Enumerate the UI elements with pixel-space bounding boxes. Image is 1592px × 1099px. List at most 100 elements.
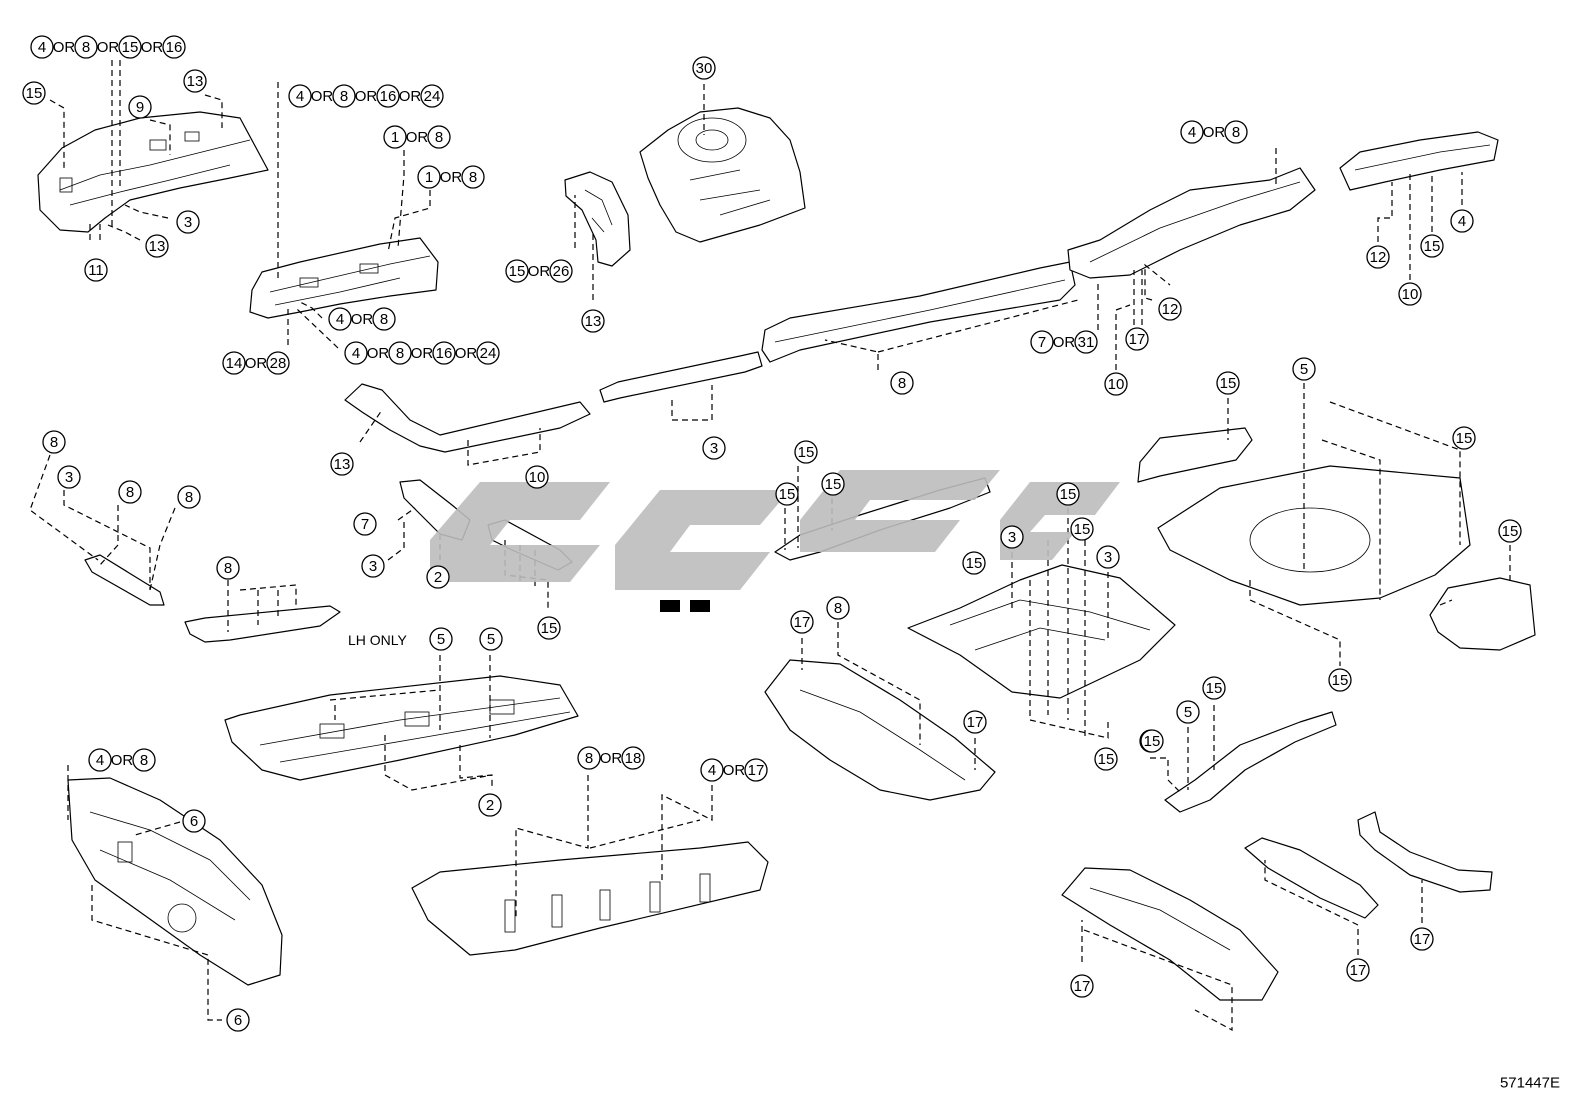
callout-number: 8 xyxy=(585,750,593,767)
callout-number: 15 xyxy=(1424,238,1441,255)
callout-circle xyxy=(476,341,500,365)
callout-circle xyxy=(42,430,66,454)
rear-extension xyxy=(1339,131,1499,191)
rear-floor-pan xyxy=(1137,427,1536,651)
dash-panel xyxy=(67,777,283,986)
rear-floor-member-lower xyxy=(1061,867,1279,1001)
callout-number: 24 xyxy=(480,345,497,362)
callout-circle xyxy=(266,351,290,375)
callout-group-g46: 3 xyxy=(1096,545,1120,569)
callout-circle xyxy=(963,710,987,734)
callout-number: 26 xyxy=(553,263,570,280)
small-rail xyxy=(599,351,763,403)
callout-group-g62: 15 xyxy=(1140,729,1164,753)
callout-circle xyxy=(1346,958,1370,982)
callout-circle xyxy=(22,81,46,105)
lh-only-note: LH ONLY xyxy=(348,632,408,648)
or-separator: OR xyxy=(440,169,463,186)
callout-circle xyxy=(821,472,845,496)
callout-circle xyxy=(1000,525,1024,549)
callout-circle xyxy=(1180,120,1204,144)
callout-circle xyxy=(118,35,142,59)
callout-number: 15 xyxy=(798,444,815,461)
callout-circle xyxy=(1056,482,1080,506)
callout-number: 5 xyxy=(487,631,495,648)
callout-group-g55: 2 xyxy=(478,793,502,817)
rear-side-member xyxy=(1067,167,1316,279)
callout-number: 8 xyxy=(898,375,906,392)
callout-circle xyxy=(581,309,605,333)
callout-circle xyxy=(621,746,645,770)
callout-group-g36: 3 xyxy=(361,554,385,578)
callout-circle xyxy=(30,35,54,59)
callout-group-g33: 8 xyxy=(177,485,201,509)
callout-circle xyxy=(692,56,716,80)
callout-group-g64: 6 xyxy=(182,809,206,833)
callout-group-g24: 17 xyxy=(1125,327,1149,351)
callout-group-g25: 10 xyxy=(1104,372,1128,396)
callout-circle xyxy=(890,371,914,395)
callout-group-g45: 15 xyxy=(962,551,986,575)
or-separator: OR xyxy=(411,345,434,362)
callout-number: 4 xyxy=(708,762,716,779)
callout-group-g26: 8 xyxy=(890,371,914,395)
callout-number: 2 xyxy=(486,797,494,814)
callout-group-g53: 5 xyxy=(429,627,453,651)
callout-circle xyxy=(353,512,377,536)
callout-number: 3 xyxy=(369,558,377,575)
callout-number: 8 xyxy=(340,88,348,105)
callout-number: 16 xyxy=(380,88,397,105)
callout-group-g49: 5 xyxy=(1292,357,1316,381)
leader-lines xyxy=(29,60,1511,1032)
callout-number: 15 xyxy=(26,85,43,102)
callout-circle xyxy=(1216,371,1240,395)
or-separator: OR xyxy=(53,39,76,56)
callout-group-g61: 5 xyxy=(1176,700,1200,724)
callout-circle xyxy=(1096,545,1120,569)
callout-number: 17 xyxy=(1350,962,1367,979)
callout-circle xyxy=(744,758,768,782)
callout-circle xyxy=(383,125,407,149)
callout-number: 13 xyxy=(585,313,602,330)
callout-circle xyxy=(1158,297,1182,321)
front-side-member xyxy=(249,237,439,319)
callout-circle xyxy=(794,440,818,464)
callout-group-g32: 8 xyxy=(118,480,142,504)
callout-group-g3: 13 xyxy=(183,69,207,93)
or-separator: OR xyxy=(528,263,551,280)
callout-group-g4: 9 xyxy=(128,95,152,119)
or-separator: OR xyxy=(367,345,390,362)
or-separator: OR xyxy=(723,762,746,779)
callout-group-g52: 15 xyxy=(1328,668,1352,692)
callout-group-g51: 15 xyxy=(1498,519,1522,543)
callout-circle xyxy=(505,259,529,283)
front-apron-assembly xyxy=(37,111,269,233)
callout-circle xyxy=(775,482,799,506)
center-floor-pan xyxy=(907,564,1176,699)
callout-circle xyxy=(432,341,456,365)
callout-number: 30 xyxy=(696,60,713,77)
callout-circle xyxy=(1140,729,1164,753)
callout-circle xyxy=(74,35,98,59)
callout-number: 8 xyxy=(396,345,404,362)
or-separator: OR xyxy=(351,311,374,328)
or-separator: OR xyxy=(455,345,478,362)
callout-group-g14: 30 xyxy=(692,56,716,80)
callout-number: 8 xyxy=(224,560,232,577)
part-drawings xyxy=(37,107,1536,1001)
callout-number: 15 xyxy=(509,263,526,280)
callout-circle xyxy=(420,84,444,108)
rocker-reinforcement xyxy=(344,383,591,453)
figure-id: 571447E xyxy=(1500,1075,1560,1092)
callout-number: 18 xyxy=(625,750,642,767)
callout-number: 11 xyxy=(88,262,104,279)
callout-circle xyxy=(1094,747,1118,771)
callout-number: 16 xyxy=(436,345,453,362)
callout-number: 17 xyxy=(748,762,765,779)
callout-circle xyxy=(84,258,108,282)
callout-circle xyxy=(1125,327,1149,351)
callout-group-g47: 15 xyxy=(1094,747,1118,771)
